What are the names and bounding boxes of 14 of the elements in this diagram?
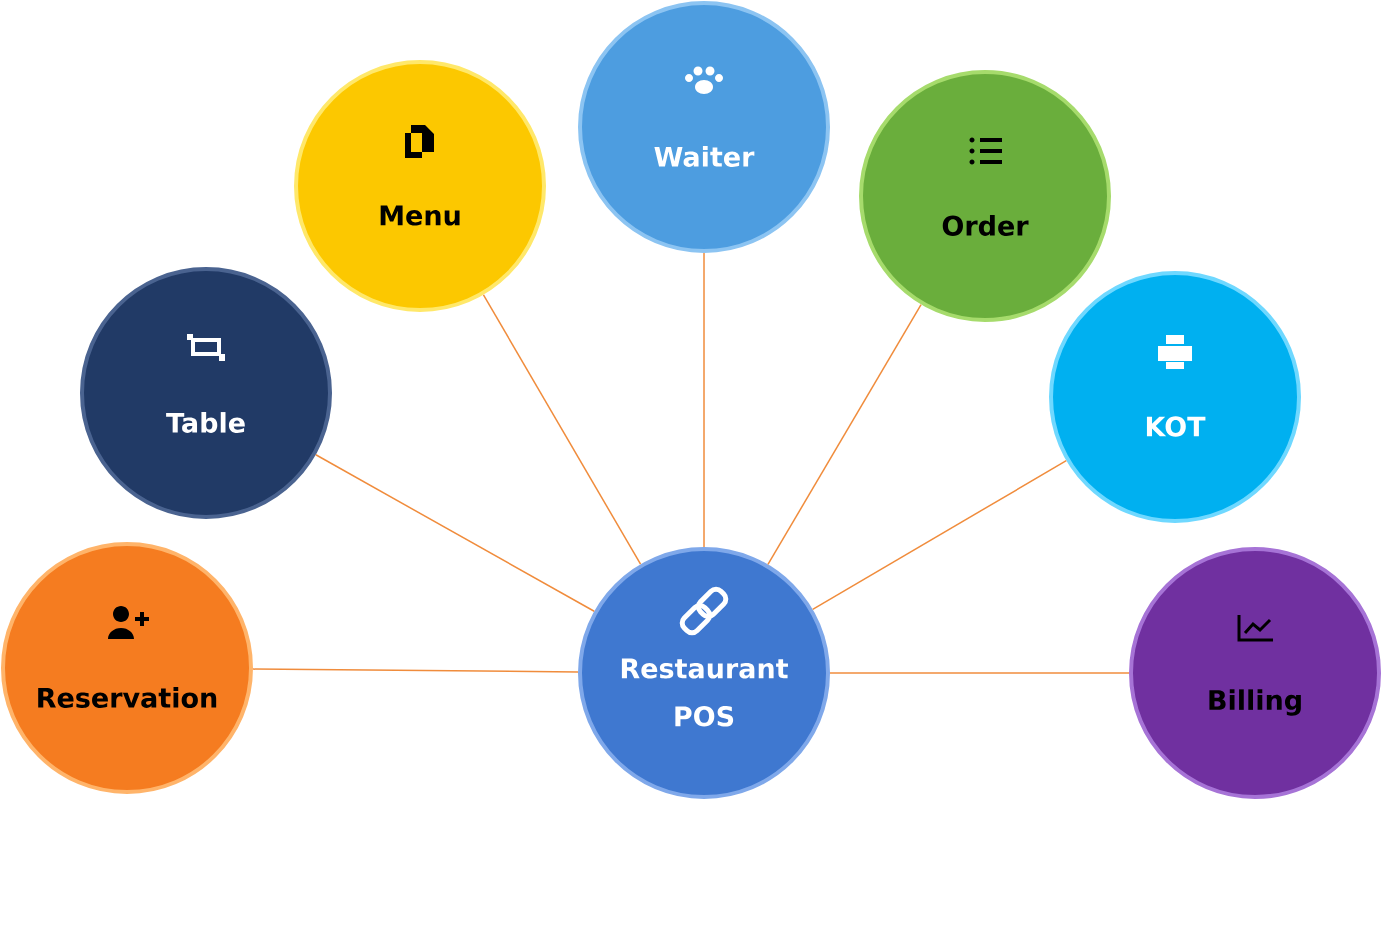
circle-node: Billing — [1129, 547, 1381, 799]
connector-line — [703, 252, 705, 548]
circle-node: Table — [80, 267, 332, 519]
connector-line — [315, 454, 595, 612]
connector-line — [767, 303, 922, 566]
circle-node: Order — [859, 70, 1111, 322]
circle-node: Reservation — [1, 542, 253, 794]
connector-line — [252, 668, 579, 673]
connector-line — [482, 294, 642, 565]
circle-node: KOT — [1049, 271, 1301, 523]
circle-node: Waiter — [578, 1, 830, 253]
circle-node: Menu — [294, 60, 546, 312]
connector-line — [811, 459, 1068, 611]
connector-line — [829, 672, 1130, 674]
